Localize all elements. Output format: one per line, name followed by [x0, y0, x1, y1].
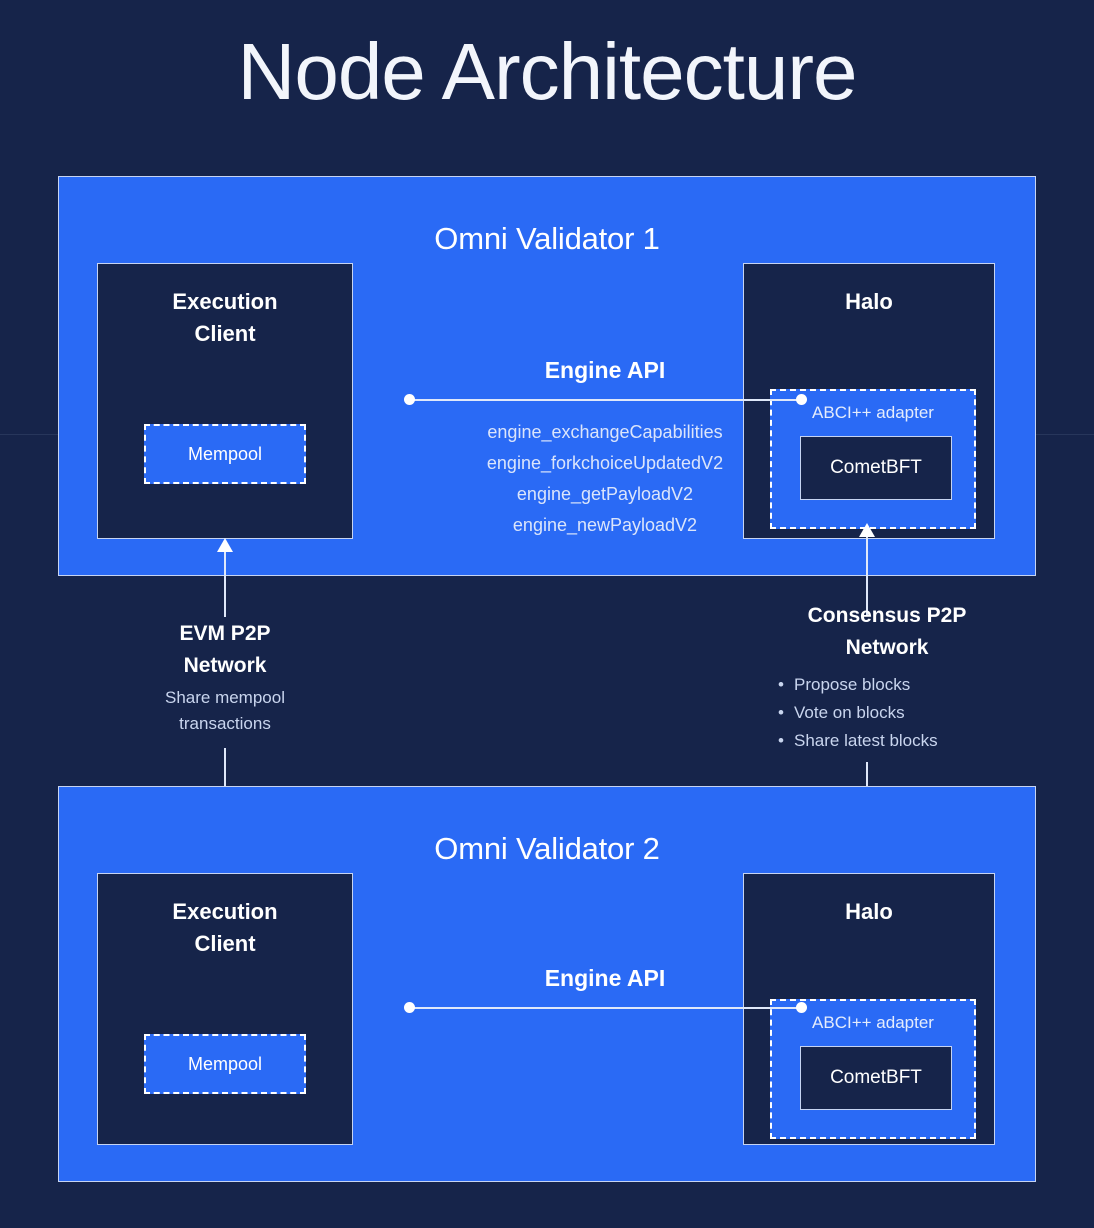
evm-p2p-arrow-up-shaft: [224, 549, 226, 617]
cometbft-box-1: CometBFT: [800, 436, 952, 500]
validator-panel-2: Omni Validator 2 Execution Client Mempoo…: [58, 786, 1036, 1182]
validator-1-title: Omni Validator 1: [434, 221, 660, 256]
execution-client-box-2: Execution Client Mempool: [97, 873, 353, 1145]
engine-api-connector-2: [409, 1007, 801, 1009]
abci-adapter-box-1: ABCI++ adapter CometBFT: [770, 389, 976, 529]
cometbft-label-2: CometBFT: [830, 1067, 922, 1088]
evm-p2p-network-title: EVM P2P Network: [120, 618, 330, 681]
engine-api-method-list-1: engine_exchangeCapabilities engine_forkc…: [415, 417, 795, 541]
evm-p2p-network-title-line1: EVM P2P: [179, 622, 271, 645]
consensus-p2p-network-title-line2: Network: [845, 635, 929, 659]
mempool-box-1: Mempool: [144, 424, 306, 484]
engine-api-endpoint-dot-right-1: [796, 394, 807, 405]
evm-p2p-network-subtitle: Share mempool transactions: [120, 685, 330, 736]
validator-2-title: Omni Validator 2: [434, 831, 660, 866]
engine-api-endpoint-dot-left-1: [404, 394, 415, 405]
validator-panel-1: Omni Validator 1 Execution Client Mempoo…: [58, 176, 1036, 576]
halo-title-2: Halo: [845, 899, 893, 924]
cometbft-box-2: CometBFT: [800, 1046, 952, 1110]
evm-p2p-network-sub-line2: transactions: [179, 713, 271, 733]
abci-adapter-box-2: ABCI++ adapter CometBFT: [770, 999, 976, 1139]
execution-client-title-line1: Execution: [172, 289, 278, 314]
execution-client-box-1: Execution Client Mempool: [97, 263, 353, 539]
list-item: Share latest blocks: [778, 727, 1012, 755]
halo-title-1: Halo: [845, 289, 893, 314]
engine-api-method: engine_newPayloadV2: [512, 514, 698, 535]
consensus-p2p-network-title: Consensus P2P Network: [762, 600, 1012, 663]
evm-p2p-arrow-up-head-icon: [217, 538, 233, 552]
engine-api-endpoint-dot-right-2: [796, 1002, 807, 1013]
engine-api-method: engine_forkchoiceUpdatedV2: [486, 452, 724, 473]
consensus-p2p-network-bullet-list: Propose blocks Vote on blocks Share late…: [762, 671, 1012, 755]
halo-box-1: Halo ABCI++ adapter CometBFT: [743, 263, 995, 539]
engine-api-method: engine_getPayloadV2: [516, 483, 694, 504]
mempool-label-1: Mempool: [187, 443, 263, 464]
abci-adapter-label-2: ABCI++ adapter: [812, 1013, 934, 1032]
mempool-label-2: Mempool: [187, 1053, 263, 1074]
list-item: Propose blocks: [778, 671, 1012, 699]
mempool-box-2: Mempool: [144, 1034, 306, 1094]
execution-client-title-2: Execution Client: [98, 896, 352, 960]
engine-api-label-1: Engine API: [544, 357, 666, 383]
consensus-p2p-arrow-up-head-icon: [859, 523, 875, 537]
engine-api-endpoint-dot-left-2: [404, 1002, 415, 1013]
engine-api-connector-1: [409, 399, 801, 401]
execution-client-title-line2: Client: [194, 320, 256, 346]
evm-p2p-network-annotation: EVM P2P Network Share mempool transactio…: [120, 618, 330, 736]
abci-adapter-label-1: ABCI++ adapter: [812, 403, 934, 422]
consensus-p2p-network-title-line1: Consensus P2P: [807, 604, 967, 627]
page-title: Node Architecture: [237, 27, 858, 116]
evm-p2p-network-title-line2: Network: [183, 653, 267, 677]
engine-api-label-2: Engine API: [544, 965, 666, 991]
execution-client-title-line2: Client: [194, 930, 256, 956]
cometbft-label-1: CometBFT: [830, 457, 922, 478]
halo-box-2: Halo ABCI++ adapter CometBFT: [743, 873, 995, 1145]
evm-p2p-network-sub-line1: Share mempool: [164, 688, 285, 707]
consensus-p2p-arrow-up-shaft: [866, 534, 868, 616]
consensus-p2p-network-annotation: Consensus P2P Network Propose blocks Vot…: [762, 600, 1012, 755]
engine-api-method: engine_exchangeCapabilities: [487, 422, 723, 442]
execution-client-title-line1: Execution: [172, 899, 278, 924]
execution-client-title-1: Execution Client: [98, 286, 352, 350]
list-item: Vote on blocks: [778, 699, 1012, 727]
